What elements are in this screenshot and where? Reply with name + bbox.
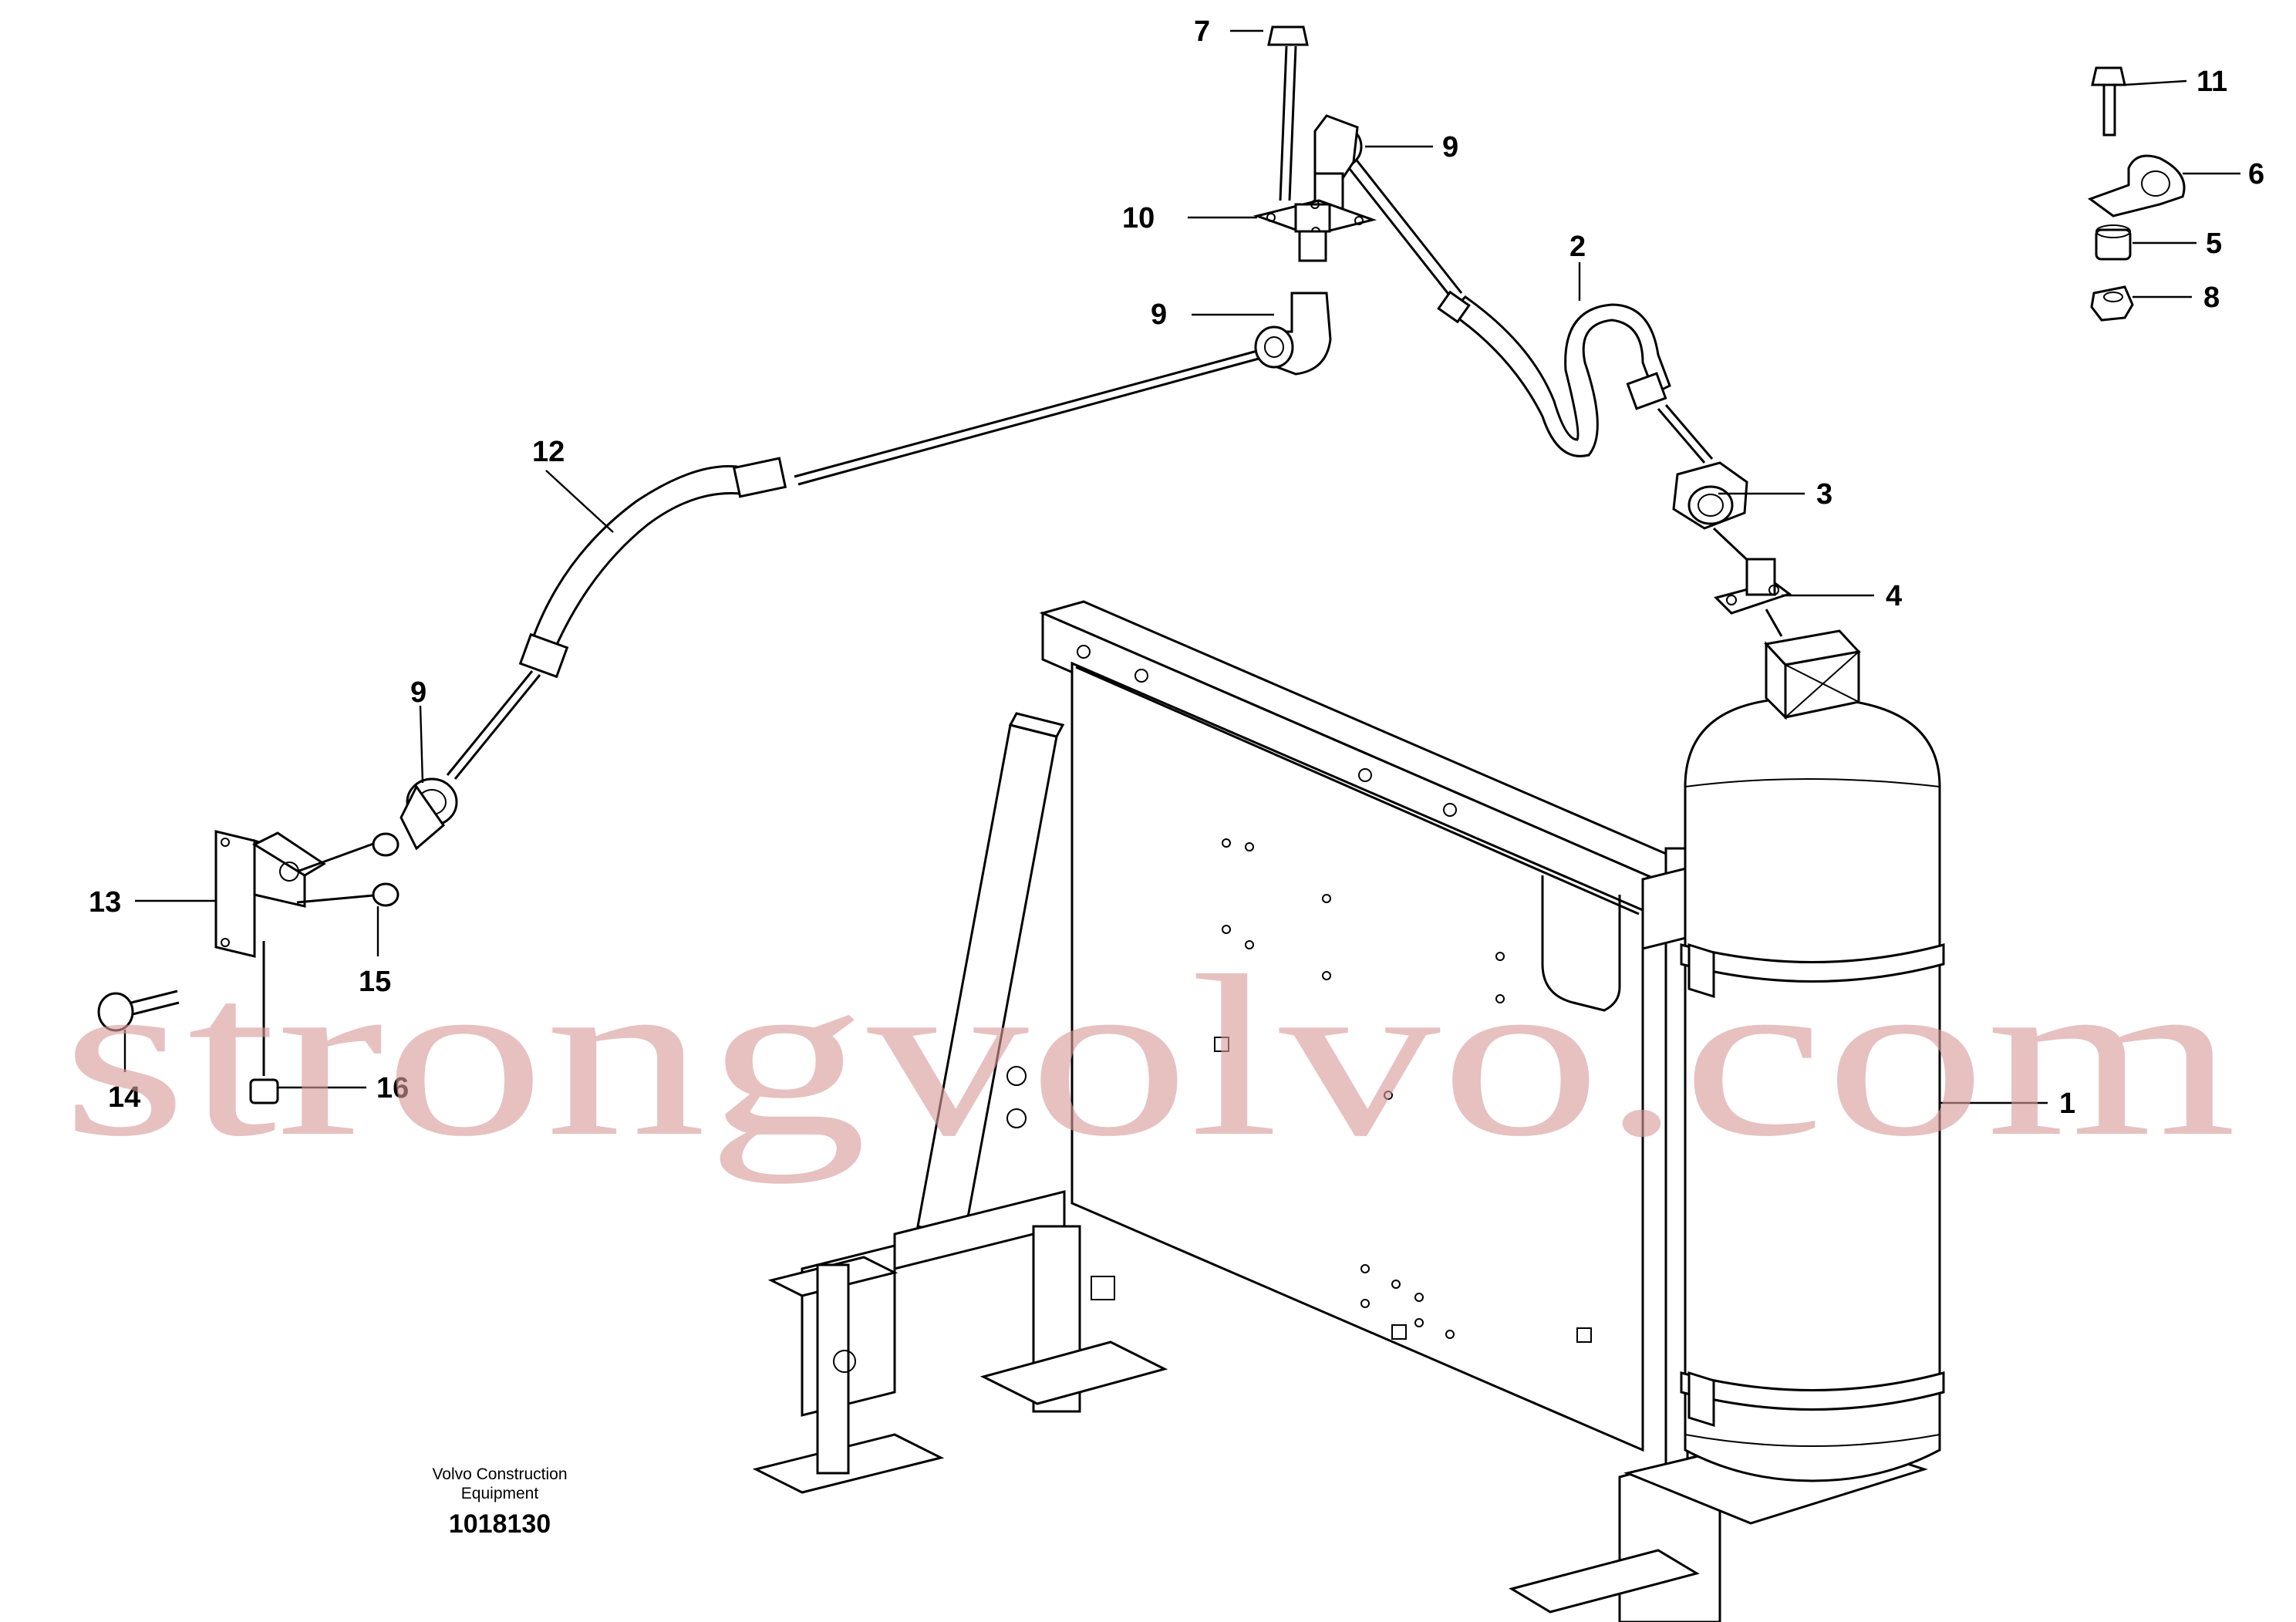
callout-12: 12 [532,436,565,468]
callout-8: 8 [2203,282,2220,314]
watermark: strongvolvo.com [62,928,2237,1185]
drawing-number: 1018130 [449,1509,551,1539]
callout-9-left: 9 [410,676,426,709]
receiver-tank [1623,629,1945,1525]
callout-11: 11 [2197,66,2227,98]
loose-hardware [2087,66,2186,322]
callout-3: 3 [1816,478,1832,511]
leader-lines [123,29,2240,1104]
callout-9-middle: 9 [1151,298,1167,331]
callout-6: 6 [2248,158,2264,191]
callout-14: 14 [108,1081,140,1114]
callout-10: 10 [1122,202,1155,234]
callout-4: 4 [1886,580,1902,612]
callout-2: 2 [1569,231,1586,263]
hose-assembly [97,25,1792,1104]
callout-16: 16 [376,1072,409,1104]
caption-line-2: Equipment [461,1485,539,1502]
callout-5: 5 [2206,228,2222,260]
drawing-caption: Volvo Construction Equipment 1018130 [432,1465,567,1539]
callout-1: 1 [2059,1088,2075,1120]
callout-7: 7 [1194,15,1210,48]
callout-9-top: 9 [1442,131,1458,164]
callout-15: 15 [359,966,391,998]
caption-line-1: Volvo Construction [432,1465,567,1483]
mounting-frame [752,600,1721,1622]
callout-labels: 1 2 3 4 5 6 7 8 9 9 9 10 11 12 13 14 15 … [89,15,2264,1120]
callout-13: 13 [89,886,121,919]
